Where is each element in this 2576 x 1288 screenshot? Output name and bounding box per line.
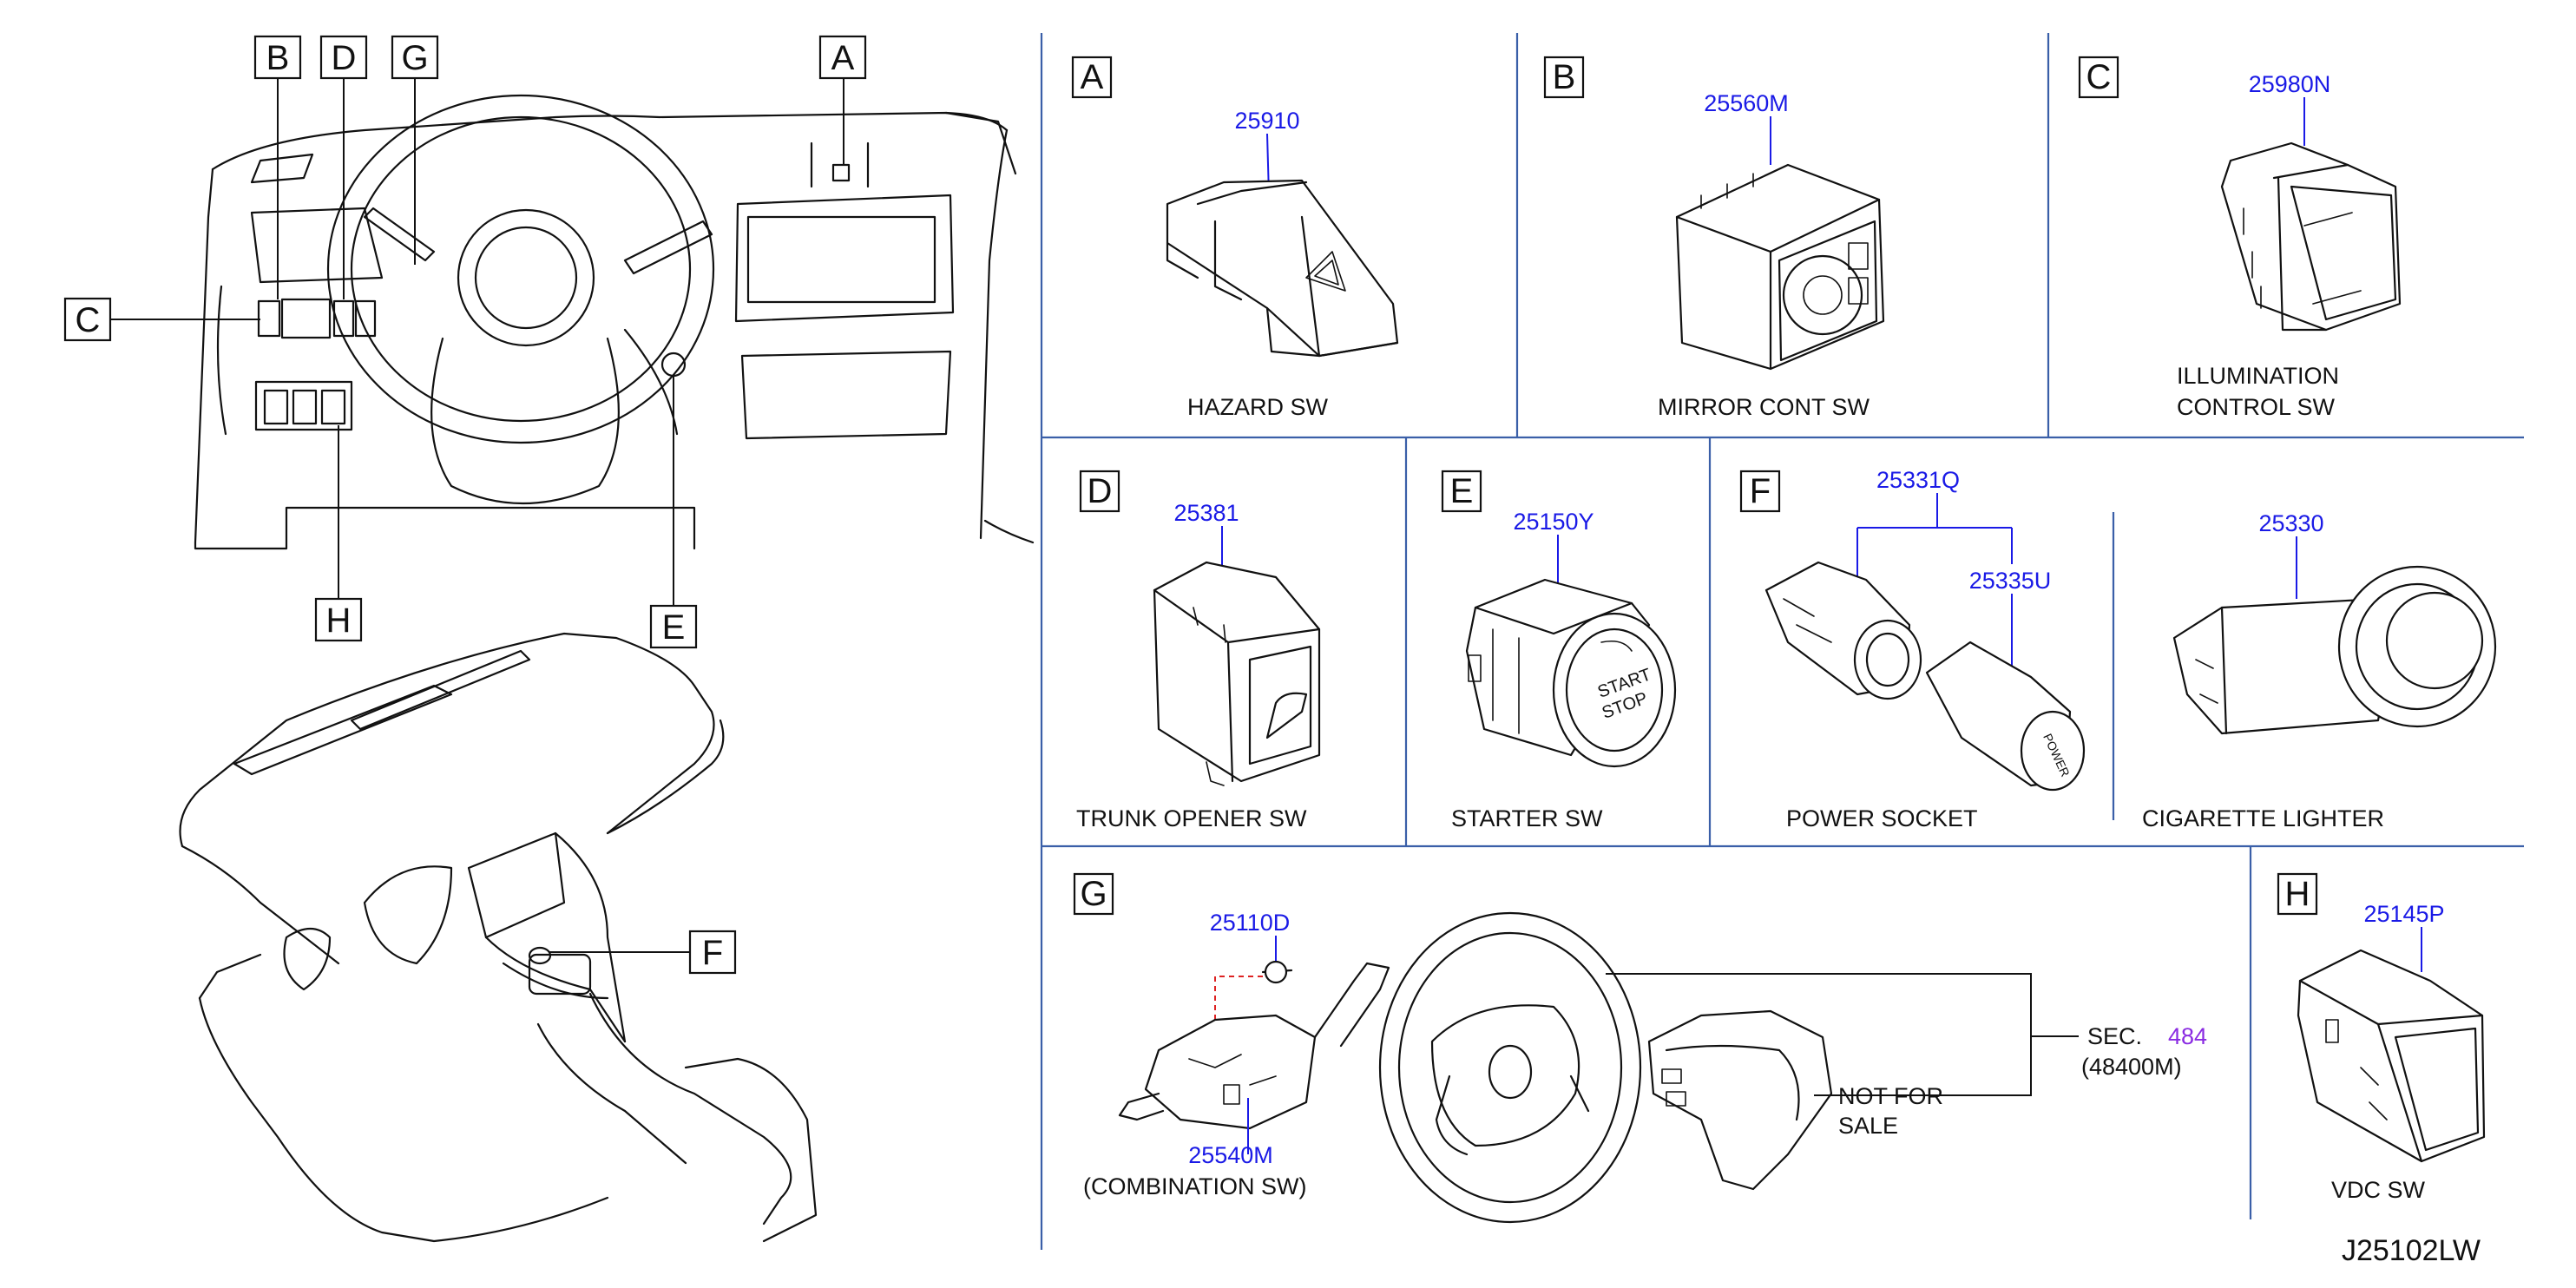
panel-f: F 25331Q 25335U POWER 25330 POWER SOCKET… xyxy=(1739,467,2497,831)
part-number-25980n: 25980N xyxy=(2249,71,2331,97)
section-label: SEC. xyxy=(2087,1023,2142,1049)
part-number-25335u: 25335U xyxy=(1969,568,2052,594)
dashboard-front-view xyxy=(194,94,1035,550)
svg-text:H: H xyxy=(2285,875,2310,913)
steering-wheel-drawing xyxy=(1378,911,1642,1224)
cigarette-lighter-drawing xyxy=(2172,565,2497,735)
trunk-opener-drawing xyxy=(1153,561,1321,786)
illumination-label-line1: ILLUMINATION xyxy=(2177,363,2339,389)
part-number-25145p: 25145P xyxy=(2363,901,2444,927)
part-number-25331q: 25331Q xyxy=(1876,467,1960,493)
panel-g: G 25110D 25540M (COMBINATION SW) xyxy=(1073,872,2207,1224)
panel-d: D 25381 TRUNK OPENER SW xyxy=(1076,470,1321,831)
panel-grid xyxy=(1040,33,2524,1250)
hazard-sw-label: HAZARD SW xyxy=(1187,394,1329,420)
part-number-25110d: 25110D xyxy=(1210,910,1291,936)
not-for-sale-line1: NOT FOR xyxy=(1838,1083,1943,1109)
panel-h: H 25145P VDC SW xyxy=(2277,872,2486,1203)
callout-e: E xyxy=(649,604,698,649)
svg-text:E: E xyxy=(1450,472,1474,510)
illumination-label-line2: CONTROL SW xyxy=(2177,394,2336,420)
callout-f: F xyxy=(688,930,737,975)
mirror-cont-sw-label: MIRROR CONT SW xyxy=(1658,394,1870,420)
dashboard-perspective-view xyxy=(179,632,818,1243)
drawing-code: J25102LW xyxy=(2342,1234,2481,1267)
svg-text:H: H xyxy=(326,601,352,640)
svg-text:F: F xyxy=(1750,472,1771,510)
not-for-sale-line2: SALE xyxy=(1838,1113,1898,1139)
callout-g: G xyxy=(391,35,439,80)
panel-b: B 25560M MIRROR CONT SW xyxy=(1543,56,1885,420)
panel-e: E 25150Y START STOP STARTER SW xyxy=(1441,470,1677,831)
cigarette-lighter-label: CIGARETTE LIGHTER xyxy=(2142,805,2384,831)
svg-text:G: G xyxy=(401,39,428,77)
hazard-switch-drawing xyxy=(1166,179,1399,358)
screw-drawing xyxy=(1261,960,1293,984)
svg-text:D: D xyxy=(1088,472,1113,510)
part-number-25540m: 25540M xyxy=(1188,1142,1273,1168)
vdc-sw-label: VDC SW xyxy=(2331,1177,2426,1203)
combination-sw-label: (COMBINATION SW) xyxy=(1083,1173,1306,1199)
svg-text:B: B xyxy=(1553,58,1576,96)
callout-c: C xyxy=(63,297,112,342)
part-number-25330: 25330 xyxy=(2258,510,2323,536)
svg-text:D: D xyxy=(332,39,357,77)
part-number-25560m: 25560M xyxy=(1704,90,1789,116)
trunk-opener-label: TRUNK OPENER SW xyxy=(1076,805,1307,831)
section-part-label: (48400M) xyxy=(2081,1054,2182,1080)
part-number-25381: 25381 xyxy=(1173,500,1239,526)
power-socket-label: POWER SOCKET xyxy=(1786,805,1978,831)
callout-b: B xyxy=(253,35,302,80)
part-number-25150y: 25150Y xyxy=(1513,509,1594,535)
front-view-leaders xyxy=(111,78,844,606)
starter-sw-label: STARTER SW xyxy=(1451,805,1603,831)
power-socket-drawing: POWER xyxy=(1764,561,2086,792)
combination-switch-drawing xyxy=(1118,962,1390,1130)
steering-switch-cover-drawing xyxy=(1647,1009,1833,1191)
callout-h: H xyxy=(314,597,363,642)
svg-text:C: C xyxy=(2086,58,2112,96)
illumination-switch-drawing xyxy=(2220,141,2402,332)
svg-text:B: B xyxy=(266,39,290,77)
starter-switch-drawing: START STOP xyxy=(1465,578,1677,768)
part-number-25910: 25910 xyxy=(1234,108,1299,134)
section-number: 484 xyxy=(2168,1023,2207,1049)
callout-d: D xyxy=(319,35,368,80)
svg-text:A: A xyxy=(1081,58,1104,96)
svg-text:G: G xyxy=(1080,875,1107,913)
panel-c: C 25980N ILLUMINATION CONTROL SW xyxy=(2078,56,2402,420)
svg-text:E: E xyxy=(662,608,686,647)
svg-text:F: F xyxy=(702,934,723,972)
svg-text:C: C xyxy=(76,301,101,339)
mirror-switch-drawing xyxy=(1675,163,1885,371)
panel-a: A 25910 HAZARD SW xyxy=(1071,56,1399,420)
callout-a: A xyxy=(818,35,867,80)
vdc-switch-drawing xyxy=(2297,949,2486,1163)
svg-text:A: A xyxy=(831,39,855,77)
